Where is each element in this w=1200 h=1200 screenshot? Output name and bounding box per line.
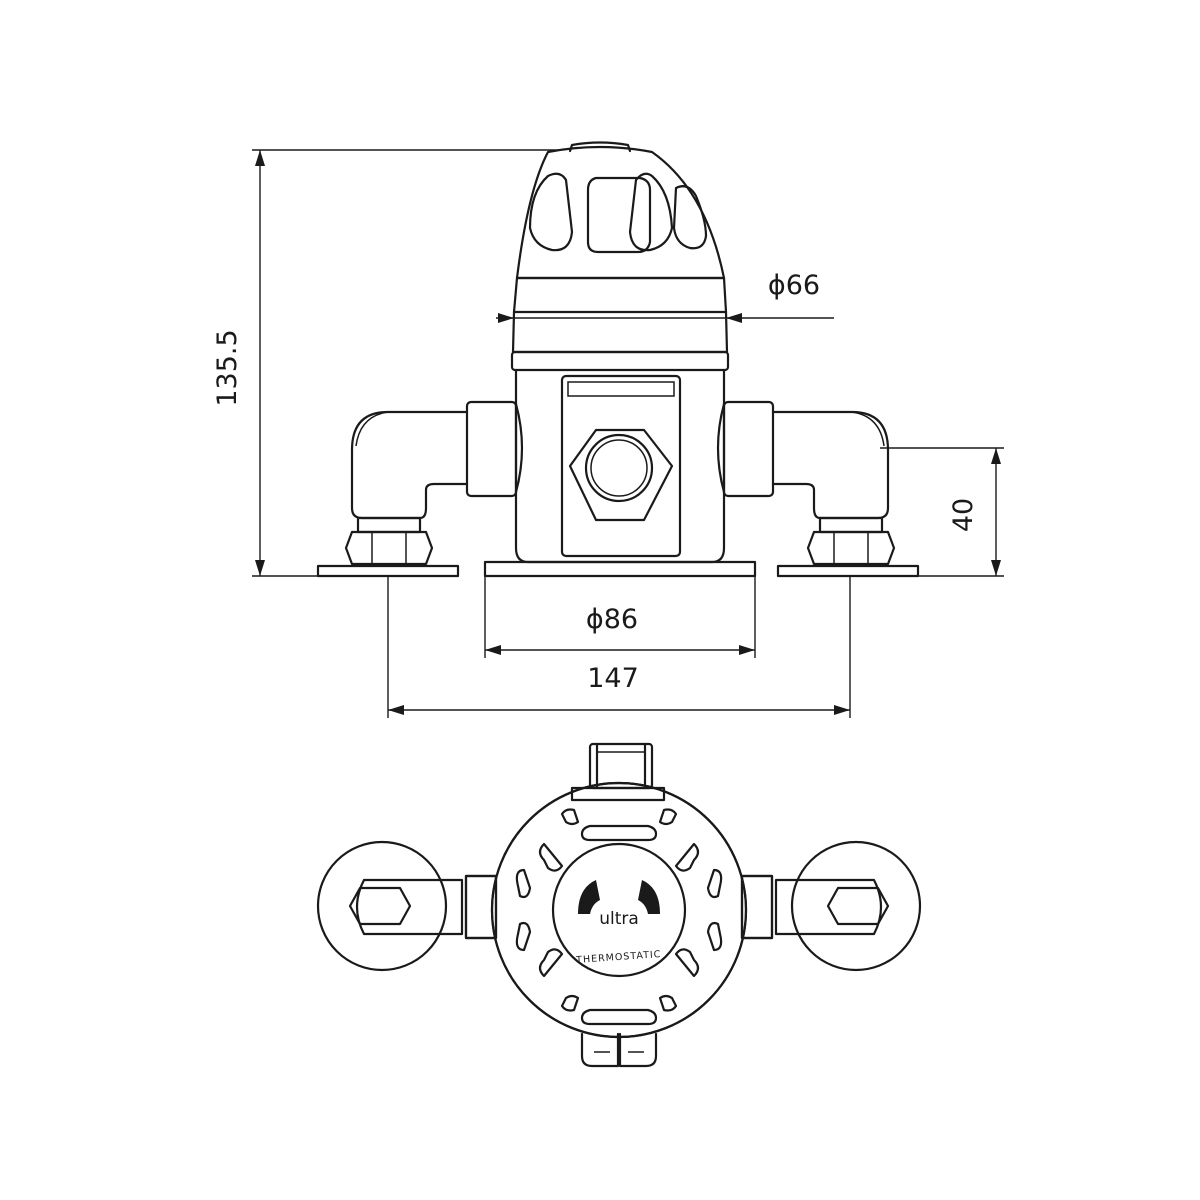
dimension-inlet-centres-label: 147 [587,663,639,694]
control-dial-plan: ultra THERMOSTATIC [464,781,774,1039]
bottom-lugs [580,1032,658,1068]
dimension-height: 135.5 [212,149,560,577]
valve-body [514,368,726,564]
dimension-height-label: 135.5 [212,329,243,406]
dimension-inlet-height: 40 [880,447,1004,577]
brand-logo-subtitle: THERMOSTATIC [575,949,662,966]
dimension-head-diameter: ϕ66 [496,270,834,323]
dimension-base-diameter-label: ϕ86 [586,604,638,635]
base-plate [483,560,757,578]
brand-logo-text: ultra [599,909,639,929]
right-inlet-plan [740,840,922,972]
right-inlet-elbow [722,400,920,578]
left-inlet-plan [316,840,498,972]
dimension-head-diameter-label: ϕ66 [768,270,820,301]
dimension-base-diameter: ϕ86 [484,576,756,658]
control-head [510,141,730,372]
front-elevation [316,141,920,578]
left-inlet-elbow [316,400,518,578]
plan-view: ultra THERMOSTATIC [316,742,922,1068]
dimension-inlet-centres: 147 [387,576,851,718]
dimension-inlet-height-label: 40 [948,498,979,532]
brand-logo: ultra THERMOSTATIC [575,880,662,966]
outlet-stub [570,742,666,802]
